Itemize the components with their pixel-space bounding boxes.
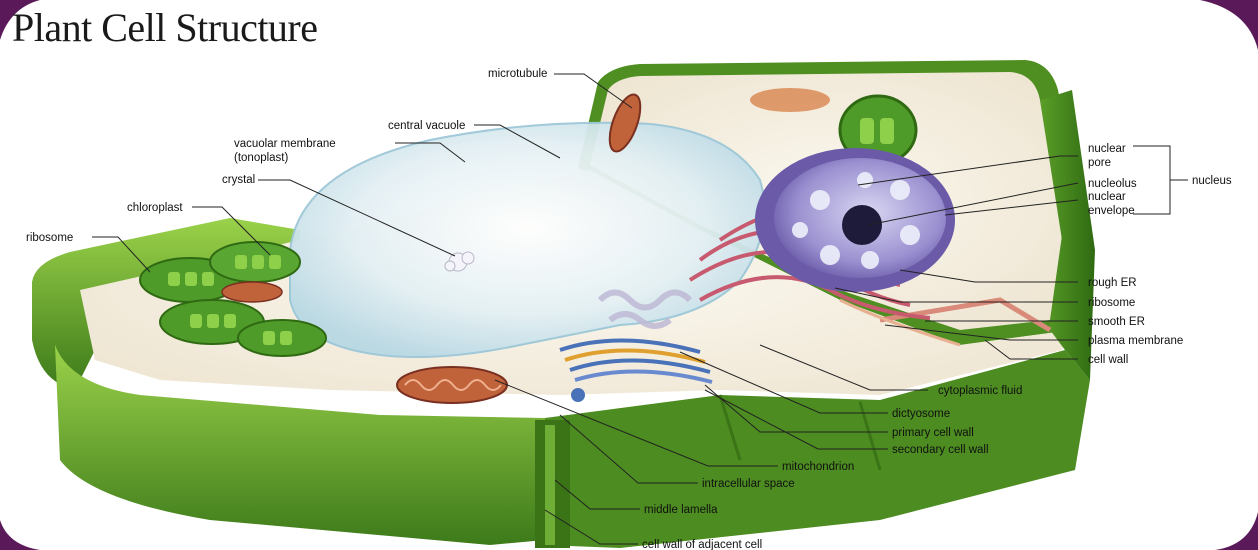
label-ribosome-left: ribosome xyxy=(26,232,73,244)
label-chloroplast: chloroplast xyxy=(127,202,183,214)
label-middle-lamella: middle lamella xyxy=(644,504,718,516)
bottom-left-corner xyxy=(0,520,40,550)
label-ribosome-right: ribosome xyxy=(1088,297,1135,309)
label-nucleolus: nucleolus xyxy=(1088,178,1137,190)
top-right-corner xyxy=(1200,0,1258,50)
page-title: Plant Cell Structure xyxy=(12,4,318,51)
label-cell-wall: cell wall xyxy=(1088,354,1128,366)
label-smooth-er: smooth ER xyxy=(1088,316,1145,328)
label-cytoplasmic-fluid: cytoplasmic fluid xyxy=(938,385,1022,397)
label-dictyosome: dictyosome xyxy=(892,408,950,420)
label-plasma-membrane: plasma membrane xyxy=(1088,335,1183,347)
label-mitochondrion: mitochondrion xyxy=(782,461,854,473)
label-tonoplast: (tonoplast) xyxy=(234,152,289,164)
label-nuclear-pore-2: pore xyxy=(1088,157,1111,169)
label-crystal: crystal xyxy=(222,174,255,186)
label-vacuolar-membrane: vacuolar membrane xyxy=(234,138,336,150)
label-rough-er: rough ER xyxy=(1088,277,1137,289)
label-nuclear-pore-1: nuclear xyxy=(1088,143,1126,155)
label-secondary-cell-wall: secondary cell wall xyxy=(892,444,989,456)
label-nucleus: nucleus xyxy=(1192,175,1232,187)
label-central-vacuole: central vacuole xyxy=(388,120,465,132)
label-nuclear-envelope-1: nuclear xyxy=(1088,191,1126,203)
nucleolus xyxy=(842,205,882,245)
label-cell-wall-adjacent: cell wall of adjacent cell xyxy=(642,539,762,550)
label-primary-cell-wall: primary cell wall xyxy=(892,427,974,439)
label-microtubule: microtubule xyxy=(488,68,547,80)
label-nuclear-envelope-2: envelope xyxy=(1088,205,1135,217)
label-intracellular-space: intracellular space xyxy=(702,478,795,490)
bottom-right-corner xyxy=(1215,512,1258,550)
nucleus xyxy=(755,148,955,292)
